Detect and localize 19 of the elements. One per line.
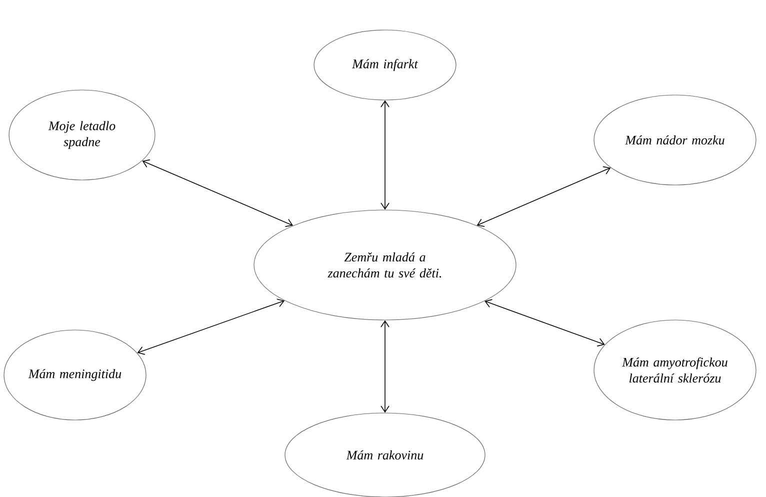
node-text: Moje letadlo spadne (48, 121, 116, 149)
node-text: Mám amyotrofickou laterální sklerózu (622, 357, 728, 383)
node-text: Mám meningitidu (28, 369, 122, 381)
thought-ellipse (8, 90, 156, 180)
double-arrow (484, 299, 605, 346)
thought-ellipse (594, 320, 756, 420)
double-arrow (476, 166, 611, 227)
double-arrow (142, 159, 294, 227)
thought-ellipse (594, 94, 756, 186)
double-arrow (380, 320, 390, 413)
thought-ellipse (314, 30, 456, 100)
thought-ellipse (4, 330, 146, 420)
thought-ellipse (254, 210, 516, 320)
node-text: Mám nádor mozku (625, 135, 724, 145)
node-text: Mám rakovinu (346, 450, 424, 460)
node-text: Mám infarkt (352, 59, 418, 71)
double-arrow (380, 100, 390, 210)
double-arrow (137, 298, 285, 355)
node-text: Zemřu mladá a zanechám tu své děti. (328, 252, 442, 278)
